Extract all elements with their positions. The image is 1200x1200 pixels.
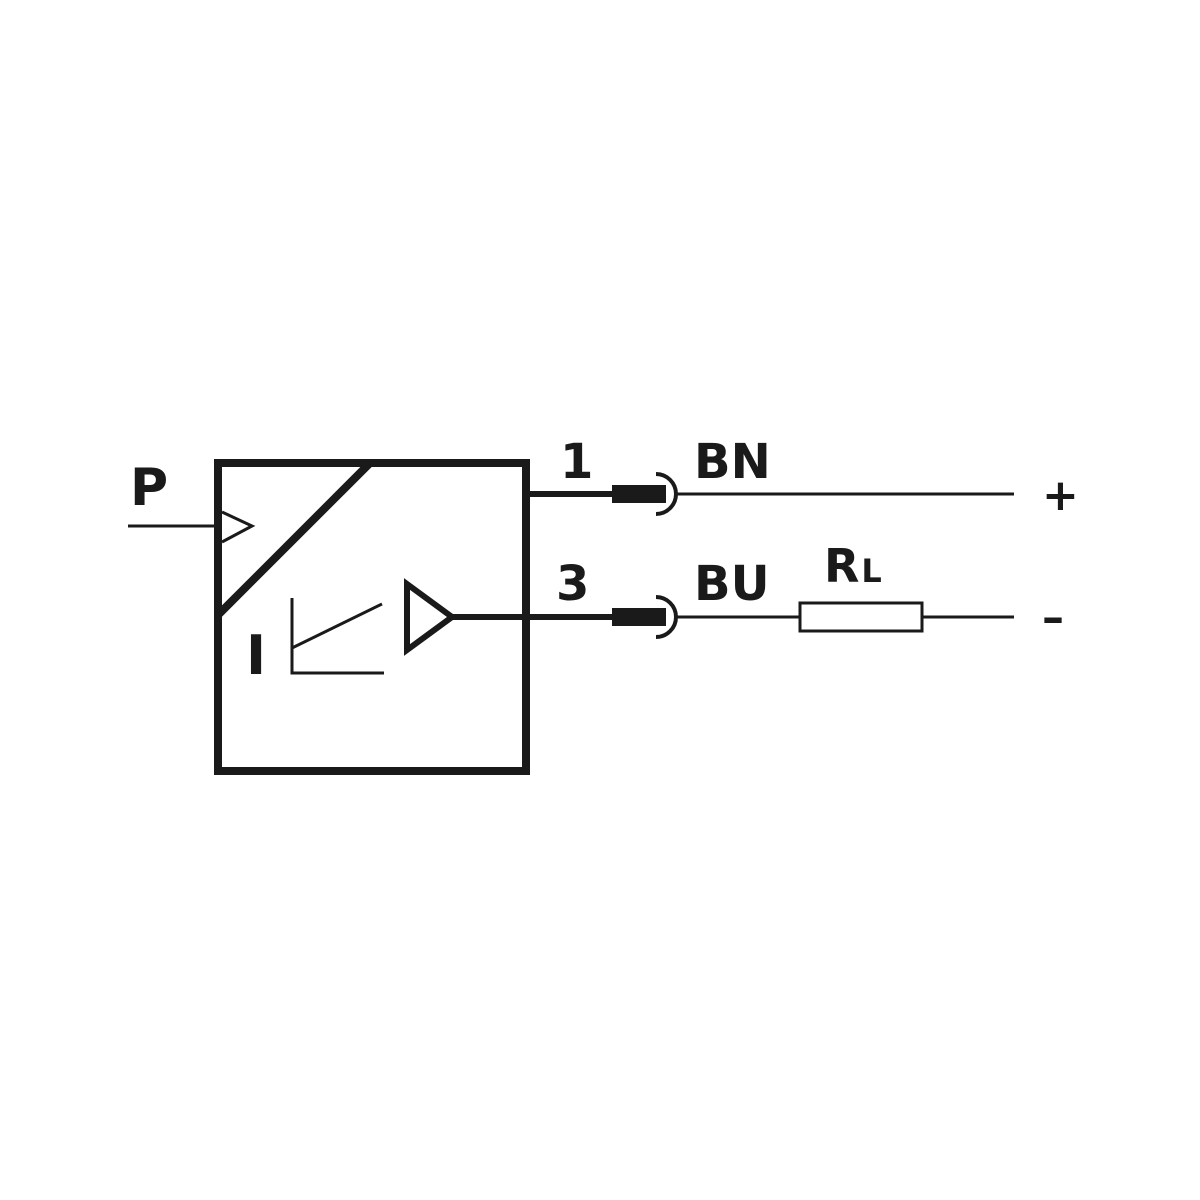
current-label: I bbox=[246, 624, 266, 687]
input-label: P bbox=[130, 458, 168, 518]
current-output-symbol: I bbox=[246, 578, 458, 687]
pin-3-plug-icon bbox=[612, 608, 666, 626]
converter-diagonal bbox=[215, 460, 373, 618]
load-label: RL bbox=[824, 539, 882, 593]
characteristic-axes bbox=[290, 598, 384, 675]
load-subscript: L bbox=[861, 552, 881, 590]
input-arrow-icon bbox=[221, 510, 256, 544]
pin-1-circuit: 1 BN + bbox=[526, 434, 1079, 521]
positive-terminal: + bbox=[1042, 470, 1079, 521]
pin-1-plug-icon bbox=[612, 485, 666, 503]
amplifier-triangle-icon bbox=[404, 578, 458, 656]
pin-1-socket-icon bbox=[655, 472, 678, 516]
pin-3-number: 3 bbox=[556, 556, 589, 612]
negative-terminal: – bbox=[1042, 592, 1064, 643]
load-symbol: R bbox=[824, 539, 859, 593]
load-resistor-icon bbox=[798, 601, 924, 633]
pressure-input: P bbox=[128, 458, 256, 544]
characteristic-slope bbox=[291, 602, 383, 650]
bu-label: BU bbox=[694, 556, 770, 612]
pin-3-circuit: 3 BU RL – bbox=[452, 539, 1064, 643]
bn-label: BN bbox=[694, 434, 771, 490]
pin-3-socket-icon bbox=[655, 595, 678, 639]
pin-1-number: 1 bbox=[560, 434, 593, 490]
